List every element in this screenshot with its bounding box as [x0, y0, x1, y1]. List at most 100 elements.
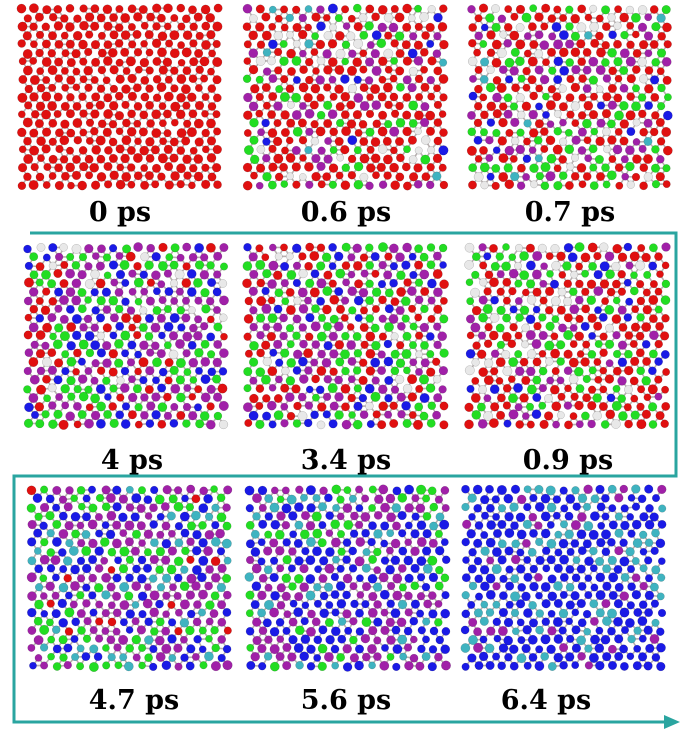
atom-red [127, 91, 138, 102]
atom-white [187, 306, 196, 315]
atom-green [279, 91, 290, 103]
atom-white [637, 57, 647, 67]
atom-red [132, 153, 143, 163]
atom-green [157, 402, 168, 412]
atom-red [626, 21, 635, 30]
atom-red [207, 67, 215, 76]
atom-red [335, 304, 346, 314]
atom-red [395, 172, 405, 182]
atom-red [134, 367, 142, 376]
atom-red [140, 164, 149, 172]
snapshot-panel-0ps [14, 3, 226, 195]
atom-blue [340, 74, 350, 84]
atom-red [176, 128, 187, 139]
atom-red [639, 181, 648, 191]
atom-green [485, 13, 495, 23]
atom-green [403, 145, 411, 154]
atom-red [60, 101, 70, 111]
atom-white [139, 306, 148, 315]
atom-red [200, 74, 209, 83]
atom-red [164, 162, 174, 172]
atom-red [169, 30, 180, 41]
atom-white [625, 5, 635, 15]
atom-blue [145, 419, 155, 428]
atom-blue [384, 393, 393, 403]
atom-blue [187, 340, 197, 350]
atom-red [547, 14, 557, 23]
atom-red [134, 137, 142, 146]
atom-green [255, 419, 265, 430]
atom-red [273, 153, 284, 164]
atom-purple [644, 49, 653, 58]
atom-red [509, 30, 520, 41]
atom-red [480, 110, 489, 120]
atom-red [78, 146, 88, 155]
atom-purple [571, 135, 581, 145]
atom-red [576, 163, 587, 173]
atom-purple [402, 242, 412, 253]
atom-blue [558, 30, 569, 41]
atom-purple [619, 83, 629, 93]
atom-red [341, 126, 352, 137]
atom-white [516, 110, 526, 120]
atom-red [212, 93, 222, 103]
atom-white [515, 23, 525, 32]
atom-green [341, 242, 351, 252]
atom-red [309, 287, 320, 298]
atom-purple [366, 41, 375, 49]
atom-green [243, 367, 253, 377]
atom-green [176, 392, 186, 403]
atom-red [127, 4, 137, 14]
atom-blue [522, 154, 532, 164]
atom-red [329, 92, 338, 101]
atom-blue [121, 278, 130, 287]
atom-red [213, 127, 222, 136]
atom-red [212, 21, 223, 32]
atom-red [24, 313, 33, 322]
atom-green [657, 83, 666, 93]
atom-blue [35, 313, 45, 323]
atom-purple [397, 322, 406, 331]
atom-red [90, 180, 101, 190]
atom-red [199, 56, 210, 67]
atom-purple [402, 75, 412, 85]
atom-green [408, 341, 418, 350]
atom-red [619, 12, 630, 23]
atom-purple [409, 32, 418, 41]
atom-green [601, 58, 610, 67]
atom-green [199, 411, 210, 421]
atom-red [535, 84, 544, 93]
atom-purple [257, 128, 266, 137]
atom-white [219, 313, 228, 322]
atom-purple [432, 251, 442, 261]
atom-red [163, 144, 173, 155]
atom-blue [151, 410, 161, 420]
atom-red [164, 357, 174, 368]
atom-blue [409, 270, 418, 280]
atom-red [631, 172, 641, 182]
atom-red [529, 91, 539, 101]
atom-green [321, 252, 332, 263]
atom-red [22, 65, 33, 76]
atom-purple [30, 340, 39, 349]
atom-red [261, 82, 271, 93]
atom-red [248, 64, 259, 75]
atom-green [152, 357, 162, 368]
atom-purple [365, 181, 374, 191]
atom-green [352, 332, 362, 341]
atom-red [268, 144, 277, 154]
atom-purple [114, 287, 124, 297]
atom-red [114, 91, 124, 101]
atom-teal [523, 119, 532, 128]
atom-red [267, 128, 278, 138]
atom-red [486, 101, 497, 112]
atom-red [390, 39, 399, 48]
atom-green [109, 418, 119, 429]
atom-green [419, 411, 429, 421]
atom-green [426, 243, 436, 252]
atom-red [542, 58, 550, 67]
atom-red [366, 163, 376, 173]
atom-red [73, 135, 83, 145]
atom-green [242, 74, 252, 84]
atom-white [613, 21, 622, 30]
